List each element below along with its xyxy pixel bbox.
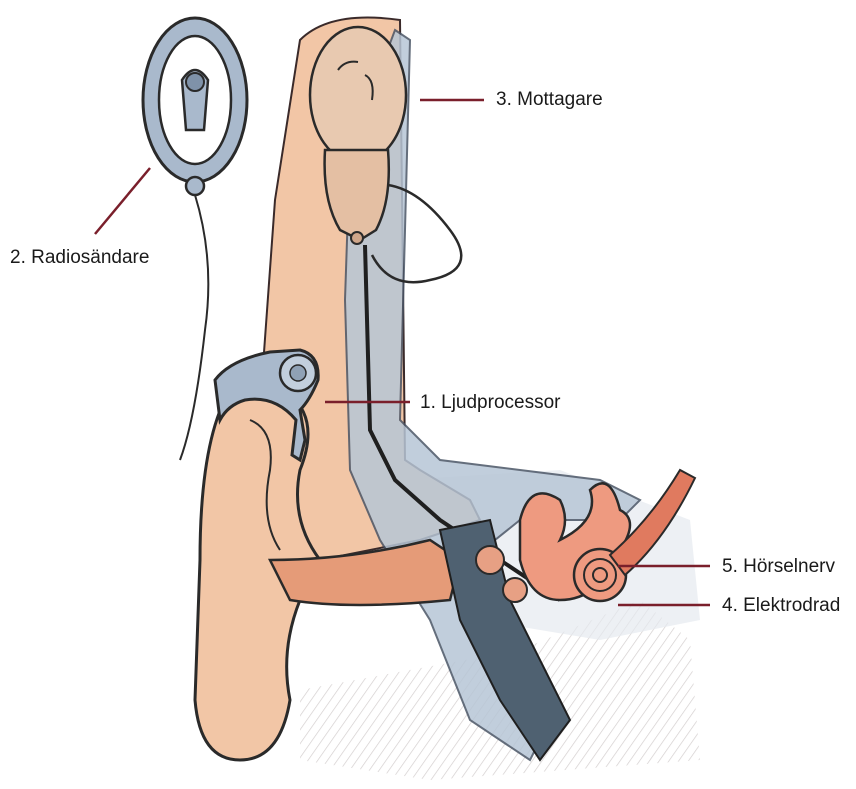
transmitter-coil bbox=[143, 18, 247, 195]
leader-line-transmitter bbox=[95, 168, 150, 234]
label-processor: 1. Ljudprocessor bbox=[420, 393, 560, 412]
transmitter-cable bbox=[180, 195, 208, 460]
label-nerve: 5. Hörselnerv bbox=[722, 557, 835, 576]
label-receiver: 3. Mottagare bbox=[496, 90, 603, 109]
label-electrode: 4. Elektrodrad bbox=[722, 596, 840, 615]
label-transmitter: 2. Radiosändare bbox=[10, 248, 149, 267]
